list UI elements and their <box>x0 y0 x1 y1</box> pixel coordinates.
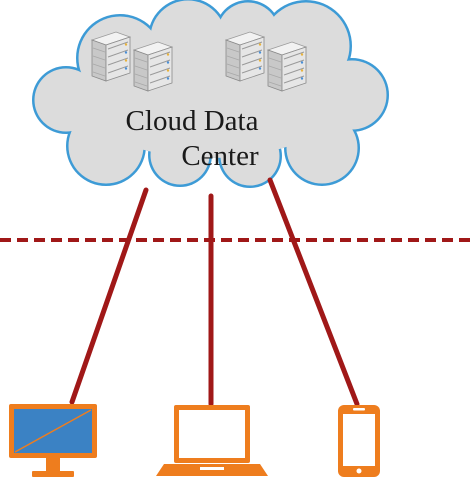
cloud-data-center: Cloud Data Center <box>32 0 389 188</box>
link-to-desktop <box>69 187 149 405</box>
server-group <box>90 31 308 92</box>
link-to-phone <box>267 177 360 407</box>
server-rack-icon <box>266 41 308 92</box>
laptop-icon <box>156 405 268 476</box>
server-rack-icon <box>90 31 132 82</box>
smartphone-icon <box>338 405 380 477</box>
desktop-monitor-icon <box>9 404 97 477</box>
server-rack-icon <box>132 41 174 92</box>
cloud-label-line1: Cloud Data <box>126 105 259 137</box>
server-rack-icon <box>224 31 266 82</box>
cloud-label-line2: Center <box>181 140 259 172</box>
connection-links <box>69 177 360 407</box>
